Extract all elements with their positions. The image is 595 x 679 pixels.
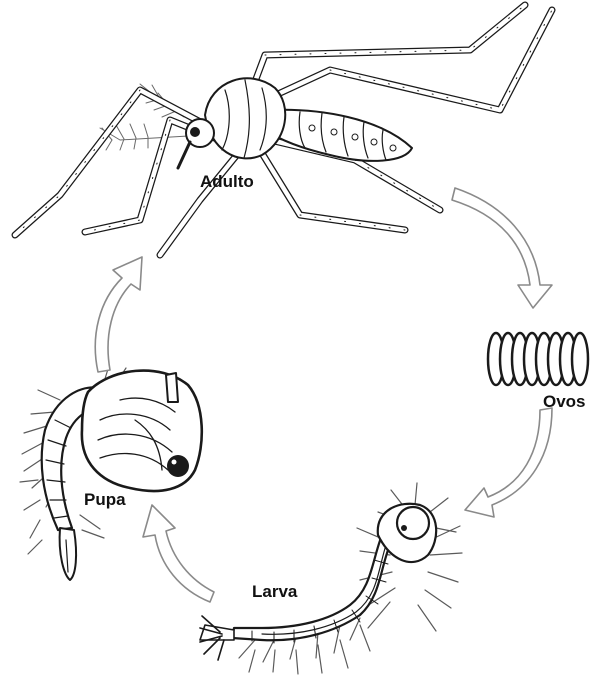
- pupa-trumpet: [166, 373, 178, 402]
- adult-proboscis: [178, 142, 190, 168]
- arrow-pupa-to-adult: [95, 257, 142, 372]
- eggs-illustration: [488, 333, 588, 385]
- arrow-larva-to-pupa: [143, 505, 214, 602]
- arrow-adult-to-eggs: [452, 188, 552, 308]
- pupa-illustration: [20, 368, 202, 580]
- stage-label-adult: Adulto: [200, 172, 254, 192]
- larva-tail: [200, 616, 234, 660]
- stage-label-larva: Larva: [252, 582, 297, 602]
- arrow-eggs-to-larva: [465, 408, 552, 517]
- adult-abdomen: [265, 110, 412, 161]
- adult-eye: [190, 127, 200, 137]
- pupa-eye: [167, 455, 189, 477]
- larva-illustration: [200, 483, 462, 674]
- stage-label-eggs: Ovos: [543, 392, 586, 412]
- larva-head: [397, 507, 429, 539]
- adult-thorax: [205, 78, 285, 158]
- stage-label-pupa: Pupa: [84, 490, 126, 510]
- adult-mosquito-illustration: [15, 5, 552, 255]
